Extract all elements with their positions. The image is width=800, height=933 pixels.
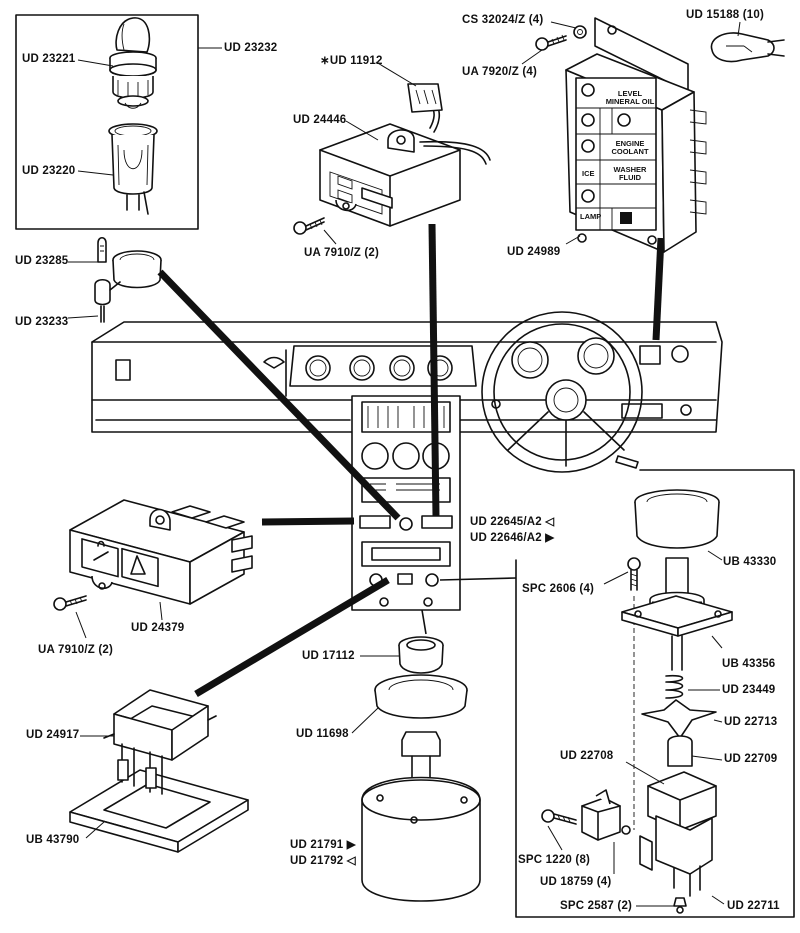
label-ud23449: UD 23449 <box>722 684 776 696</box>
bulb-holder-assembly <box>94 236 162 323</box>
inset-box-cigar-lighter <box>15 14 199 230</box>
leader-ud23221 <box>77 59 114 67</box>
leader-ud24989 <box>565 235 581 245</box>
panel-text-engine-coolant: ENGINE COOLANT <box>611 139 649 156</box>
panel-text-level-mineral-oil: LEVEL MINERAL OIL <box>605 89 655 106</box>
label-ud22713: UD 22713 <box>724 716 778 728</box>
label-ud18759: UD 18759 (4) <box>540 876 612 888</box>
leader-ua7910-top <box>323 229 337 245</box>
leader-ud22708 <box>625 761 665 785</box>
leader-ud11698 <box>351 707 379 734</box>
label-ud22645: UD 22645/A2 ◁ <box>470 516 555 528</box>
leader-spc2606 <box>603 571 629 585</box>
leader-ua7920 <box>521 49 543 65</box>
leader-ub43356 <box>711 635 723 649</box>
inset-box-switch-assembly <box>515 469 795 918</box>
panel-text-lamp: LAMP <box>580 212 602 221</box>
label-ud11912: ∗UD 11912 <box>320 55 383 67</box>
label-ua7910-left: UA 7910/Z (2) <box>38 644 114 656</box>
leader-ud11912 <box>375 61 417 87</box>
label-ub43330: UB 43330 <box>723 556 777 568</box>
leader-ud23220 <box>77 170 114 176</box>
leader-ub43330 <box>707 550 723 561</box>
leader-ud24446 <box>345 120 379 141</box>
leader-ud22713 <box>713 719 723 723</box>
label-ud22646: UD 22646/A2 ▶ <box>470 532 555 544</box>
label-spc2606: SPC 2606 (4) <box>522 583 595 595</box>
leader-ud15188 <box>737 21 741 37</box>
label-ud21791: UD 21791 ▶ <box>290 839 356 851</box>
label-ud22709: UD 22709 <box>724 753 778 765</box>
leader-ud23233 <box>67 315 99 319</box>
leader-ud22711 <box>711 895 725 905</box>
label-ud11698: UD 11698 <box>296 728 349 740</box>
label-ub43790: UB 43790 <box>26 834 80 846</box>
leader-cs32024 <box>550 21 577 29</box>
leader-ua7910-left <box>75 611 87 639</box>
hazard-switch-ud24379 <box>53 499 253 611</box>
label-spc2587: SPC 2587 (2) <box>560 900 633 912</box>
label-spc1220: SPC 1220 (8) <box>518 854 591 866</box>
dashboard-illustration <box>91 311 723 611</box>
leader-ud22709 <box>691 755 723 761</box>
harness-switch-ud24446 <box>293 83 491 235</box>
label-ud23232: UD 23232 <box>224 42 278 54</box>
label-ub43356: UB 43356 <box>722 658 776 670</box>
leader-ub43790 <box>85 821 105 839</box>
knob-stack-centre <box>361 636 481 902</box>
label-ud17112: UD 17112 <box>302 650 355 662</box>
connection-lines <box>157 223 665 698</box>
label-ud24989: UD 24989 <box>507 246 561 258</box>
label-ua7910-top: UA 7910/Z (2) <box>304 247 380 259</box>
label-ud23285: UD 23285 <box>15 255 69 267</box>
label-ud21792: UD 21792 ◁ <box>290 855 356 867</box>
panel-text-washer-fluid: WASHER FLUID <box>613 165 647 182</box>
label-ud23220: UD 23220 <box>22 165 76 177</box>
label-ud24446: UD 24446 <box>293 114 347 126</box>
label-cs32024: CS 32024/Z (4) <box>462 14 544 26</box>
label-ud24917: UD 24917 <box>26 729 80 741</box>
label-ud23233: UD 23233 <box>15 316 69 328</box>
leader-ud24379 <box>159 601 163 621</box>
panel-text-ice: ICE <box>582 169 595 178</box>
label-ud22708: UD 22708 <box>560 750 614 762</box>
rocker-switch-ud24917 <box>69 689 249 853</box>
label-ud22711: UD 22711 <box>727 900 780 912</box>
label-ua7920: UA 7920/Z (4) <box>462 66 538 78</box>
label-ud24379: UD 24379 <box>131 622 185 634</box>
label-ud15188: UD 15188 (10) <box>686 9 765 21</box>
warning-lamp-panel-ud24989 <box>535 17 785 253</box>
label-ud23221: UD 23221 <box>22 53 76 65</box>
leader-spc1220 <box>547 825 563 851</box>
